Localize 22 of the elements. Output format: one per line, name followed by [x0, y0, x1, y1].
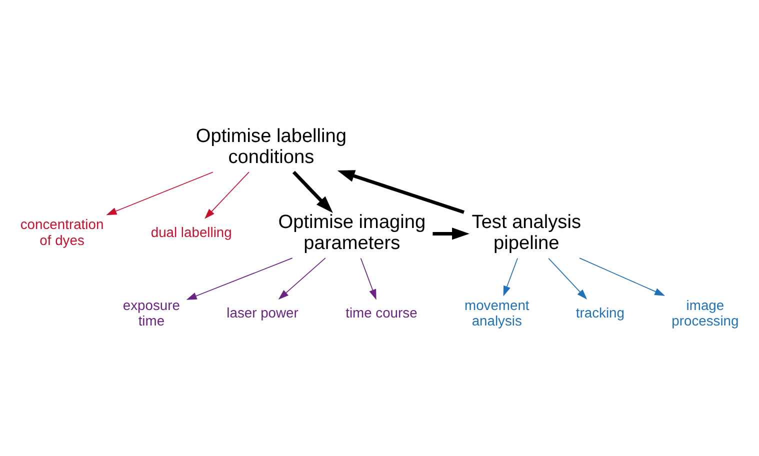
- arrow: [432, 227, 470, 240]
- arrow: [360, 257, 376, 300]
- arrow: [579, 257, 666, 296]
- arrow: [186, 257, 293, 300]
- arrow: [106, 171, 214, 215]
- arrow: [292, 170, 333, 213]
- arrow: [278, 257, 326, 300]
- arrow: [548, 257, 588, 300]
- node-text: dual labelling: [150, 224, 232, 240]
- node-text: concentration of dyes: [20, 216, 104, 248]
- node-text: time course: [346, 304, 418, 320]
- node-text: movement analysis: [464, 296, 530, 328]
- arrow: [503, 257, 518, 296]
- node-text: tracking: [576, 304, 624, 320]
- node-text: exposure time: [122, 296, 180, 328]
- node-text: image processing: [672, 296, 739, 328]
- arrow: [337, 170, 464, 214]
- node-text: Optimise imaging parameters: [278, 212, 426, 254]
- node-text: Test analysis pipeline: [472, 212, 582, 254]
- arrow: [204, 171, 250, 218]
- node-text: laser power: [226, 304, 298, 320]
- node-text: Optimise labelling conditions: [196, 126, 347, 168]
